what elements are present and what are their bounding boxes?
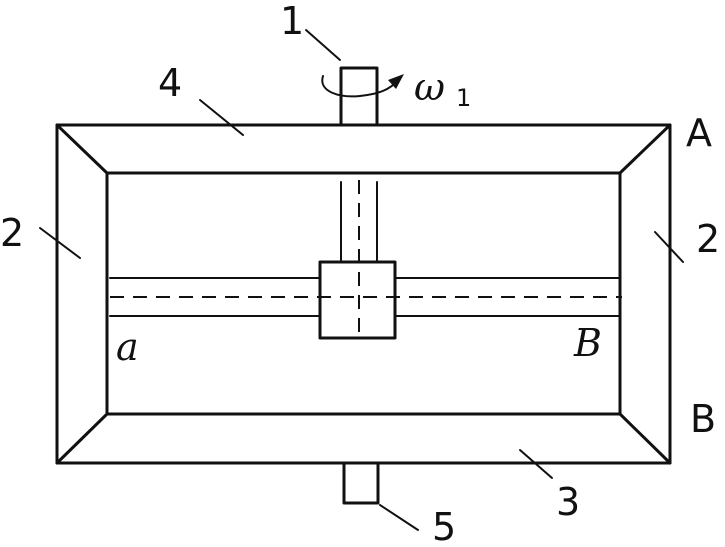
rotation-arrow (321, 75, 399, 98)
bevel-top-right (618, 123, 672, 175)
label-part-5: 5 (432, 505, 456, 547)
bevel-top-left (55, 123, 109, 175)
outer-frame (55, 123, 672, 465)
bevel-bottom-right (618, 412, 672, 465)
label-point-right: B (573, 321, 602, 365)
output-shaft (342, 461, 380, 505)
rotation-arrowhead-icon (388, 74, 404, 89)
leader-2-right (654, 231, 684, 263)
leader-1 (305, 29, 341, 61)
label-point-left: a (116, 325, 139, 369)
label-omega: ω (414, 65, 445, 109)
input-shaft (339, 66, 379, 127)
leader-4 (199, 99, 244, 136)
label-part-2-right: 2 (696, 217, 720, 261)
label-end-upper: A (686, 111, 712, 155)
label-part-3: 3 (556, 480, 580, 524)
slider-block (318, 260, 397, 340)
label-end-lower: B (690, 397, 716, 441)
label-part-4: 4 (158, 61, 182, 105)
leader-5 (379, 504, 419, 531)
leader-3 (519, 449, 553, 479)
label-omega-subscript: 1 (456, 84, 471, 112)
inner-frame (105, 171, 622, 416)
label-part-1: 1 (280, 0, 304, 43)
leader-2-left (39, 227, 81, 259)
bevel-bottom-left (55, 412, 109, 465)
label-part-2-left: 2 (0, 211, 24, 255)
